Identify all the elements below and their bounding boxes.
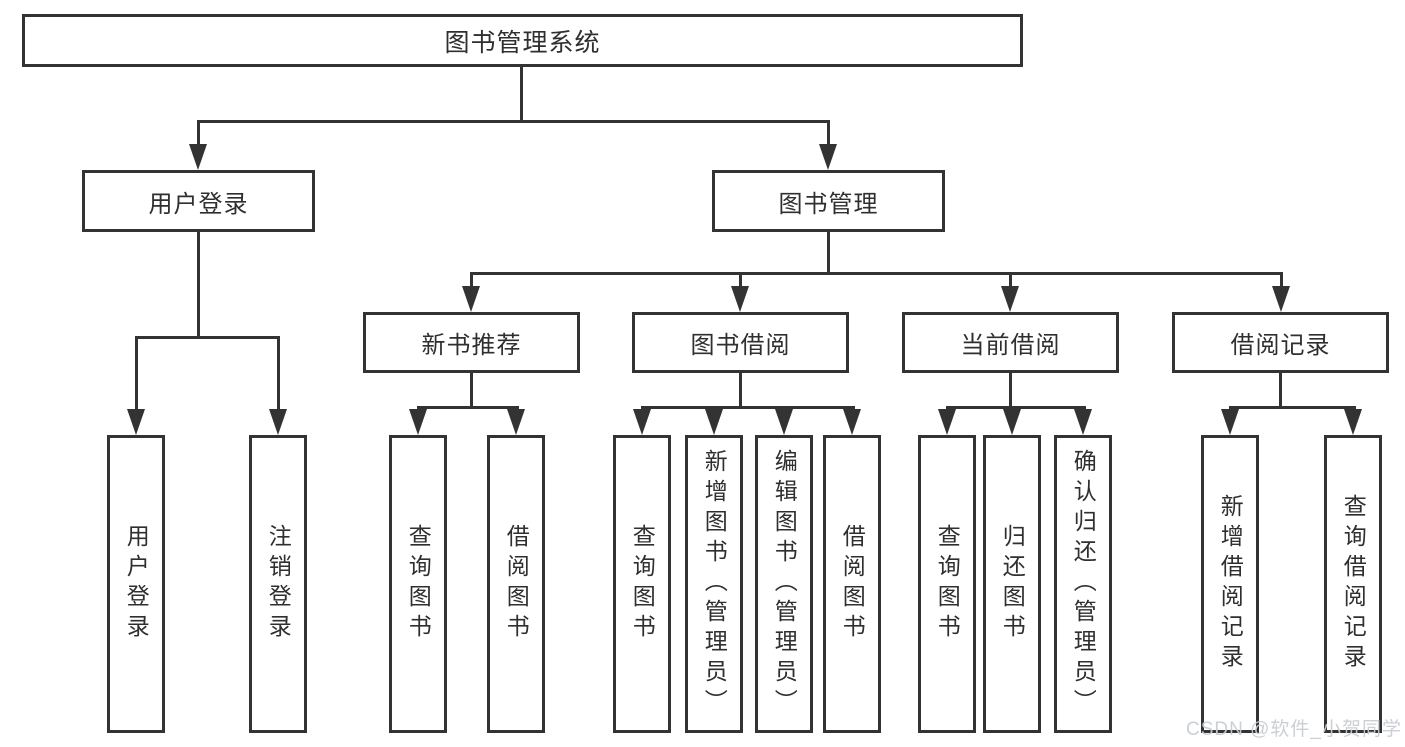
connector-v bbox=[1280, 272, 1283, 288]
leaf-borrow-edit-admin: 编辑图书（管理员） bbox=[755, 435, 813, 733]
leaf-label: 查询图书 bbox=[629, 524, 656, 644]
connector-v bbox=[277, 336, 280, 410]
leaf-newbooks-query: 查询图书 bbox=[389, 435, 447, 733]
leaf-records-add: 新增借阅记录 bbox=[1201, 435, 1259, 733]
connector-v bbox=[739, 272, 742, 288]
leaf-borrow-borrow: 借阅图书 bbox=[823, 435, 881, 733]
leaf-borrow-query: 查询图书 bbox=[613, 435, 671, 733]
arrow-down-icon bbox=[127, 409, 145, 435]
node-borrow-records-label: 借阅记录 bbox=[1230, 332, 1331, 359]
connector-h bbox=[1229, 406, 1356, 409]
arrow-down-icon bbox=[1003, 409, 1021, 435]
leaf-label: 新增借阅记录 bbox=[1217, 494, 1244, 674]
arrow-down-icon bbox=[843, 409, 861, 435]
node-book-borrow-label: 图书借阅 bbox=[690, 332, 791, 359]
node-book-borrow: 图书借阅 bbox=[632, 312, 849, 373]
csdn-watermark: CSDN @软件_小贺同学 bbox=[1186, 719, 1402, 740]
connector-v bbox=[135, 336, 138, 410]
arrow-down-icon bbox=[705, 409, 723, 435]
connector-h bbox=[135, 336, 280, 339]
connector-v bbox=[520, 67, 523, 120]
leaf-label: 查询图书 bbox=[405, 524, 432, 644]
arrow-down-icon bbox=[409, 409, 427, 435]
connector-v bbox=[827, 232, 830, 272]
node-book-management-label: 图书管理 bbox=[778, 190, 879, 218]
leaf-newbooks-borrow: 借阅图书 bbox=[487, 435, 545, 733]
leaf-records-query: 查询借阅记录 bbox=[1324, 435, 1382, 733]
arrow-down-icon bbox=[462, 286, 480, 312]
arrow-down-icon bbox=[819, 144, 837, 170]
leaf-label: 编辑图书（管理员） bbox=[771, 449, 798, 719]
node-current-borrow: 当前借阅 bbox=[902, 312, 1119, 373]
arrow-down-icon bbox=[189, 144, 207, 170]
connector-v bbox=[1009, 272, 1012, 288]
leaf-label: 查询图书 bbox=[934, 524, 961, 644]
node-book-management: 图书管理 bbox=[712, 170, 945, 232]
leaf-current-query: 查询图书 bbox=[918, 435, 976, 733]
leaf-label: 确认归还（管理员） bbox=[1070, 449, 1097, 719]
arrow-down-icon bbox=[1221, 409, 1239, 435]
connector-v bbox=[739, 373, 742, 409]
node-root: 图书管理系统 bbox=[22, 14, 1023, 67]
connector-v bbox=[470, 373, 473, 409]
leaf-current-return: 归还图书 bbox=[983, 435, 1041, 733]
node-new-book-recommend-label: 新书推荐 bbox=[421, 332, 522, 359]
node-new-book-recommend: 新书推荐 bbox=[363, 312, 580, 373]
connector-h bbox=[470, 272, 1283, 275]
connector-v bbox=[470, 272, 473, 288]
leaf-label: 注销登录 bbox=[265, 524, 292, 644]
node-user-login-label: 用户登录 bbox=[148, 190, 249, 218]
leaf-current-confirm-return-admin: 确认归还（管理员） bbox=[1054, 435, 1112, 733]
node-root-label: 图书管理系统 bbox=[444, 28, 601, 57]
leaf-label: 用户登录 bbox=[123, 524, 150, 644]
connector-h bbox=[641, 406, 855, 409]
connector-v bbox=[827, 120, 830, 146]
arrow-down-icon bbox=[938, 409, 956, 435]
arrow-down-icon bbox=[269, 409, 287, 435]
arrow-down-icon bbox=[731, 286, 749, 312]
connector-v bbox=[197, 232, 200, 336]
leaf-label: 归还图书 bbox=[999, 524, 1026, 644]
leaf-label: 借阅图书 bbox=[503, 524, 530, 644]
connector-h bbox=[946, 406, 1086, 409]
node-current-borrow-label: 当前借阅 bbox=[960, 332, 1061, 359]
leaf-label: 查询借阅记录 bbox=[1340, 494, 1367, 674]
connector-h bbox=[417, 406, 519, 409]
arrow-down-icon bbox=[1001, 286, 1019, 312]
node-borrow-records: 借阅记录 bbox=[1172, 312, 1389, 373]
connector-v bbox=[1279, 373, 1282, 409]
arrow-down-icon bbox=[1344, 409, 1362, 435]
arrow-down-icon bbox=[633, 409, 651, 435]
leaf-logout: 注销登录 bbox=[249, 435, 307, 733]
leaf-user-login: 用户登录 bbox=[107, 435, 165, 733]
leaf-label: 新增图书（管理员） bbox=[701, 449, 728, 719]
leaf-label: 借阅图书 bbox=[839, 524, 866, 644]
arrow-down-icon bbox=[1074, 409, 1092, 435]
connector-h bbox=[197, 120, 830, 123]
arrow-down-icon bbox=[507, 409, 525, 435]
node-user-login: 用户登录 bbox=[82, 170, 315, 232]
leaf-borrow-add-admin: 新增图书（管理员） bbox=[685, 435, 743, 733]
arrow-down-icon bbox=[775, 409, 793, 435]
connector-v bbox=[197, 120, 200, 146]
connector-v bbox=[1009, 373, 1012, 409]
arrow-down-icon bbox=[1272, 286, 1290, 312]
